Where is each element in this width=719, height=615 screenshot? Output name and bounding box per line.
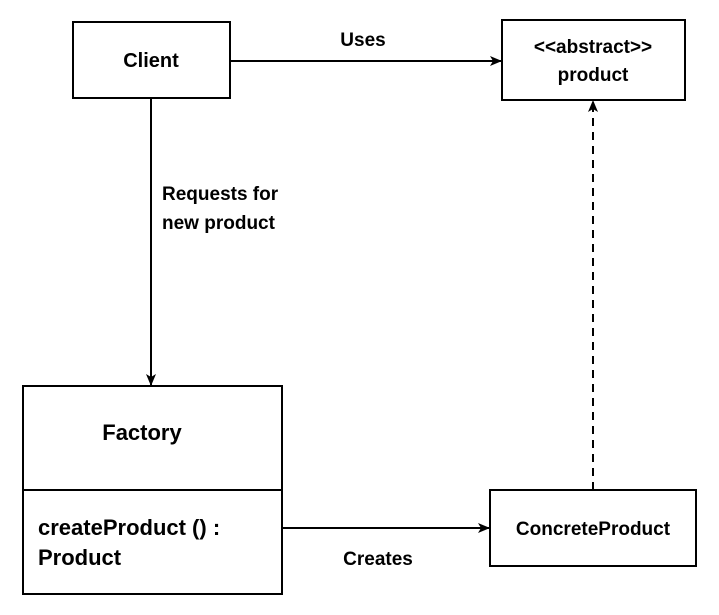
uses-edge: Uses	[230, 30, 502, 66]
factory-node[interactable]: Factory createProduct () : Product	[22, 385, 283, 595]
factory-label: Factory	[102, 420, 182, 445]
creates-label: Creates	[343, 549, 413, 570]
concrete-product-label: ConcreteProduct	[516, 519, 671, 540]
client-node[interactable]: Client	[72, 21, 231, 99]
factory-method-return-type: Product	[38, 545, 122, 570]
client-box	[72, 21, 231, 99]
abstract-product-label: product	[558, 65, 629, 86]
creates-edge: Creates	[282, 523, 490, 570]
requests-label-line1: Requests for	[162, 184, 279, 205]
requests-label-line2: new product	[162, 213, 276, 234]
abstract-product-node[interactable]: <<abstract>> product	[501, 19, 686, 101]
abstract-product-box	[501, 19, 686, 101]
requests-edge: Requests for new product	[146, 98, 279, 386]
client-label: Client	[123, 50, 179, 72]
concrete-product-node[interactable]: ConcreteProduct	[489, 489, 697, 567]
uses-label: Uses	[340, 30, 385, 51]
factory-method-signature: createProduct () :	[38, 515, 220, 540]
abstract-product-stereotype: <<abstract>>	[534, 37, 652, 58]
